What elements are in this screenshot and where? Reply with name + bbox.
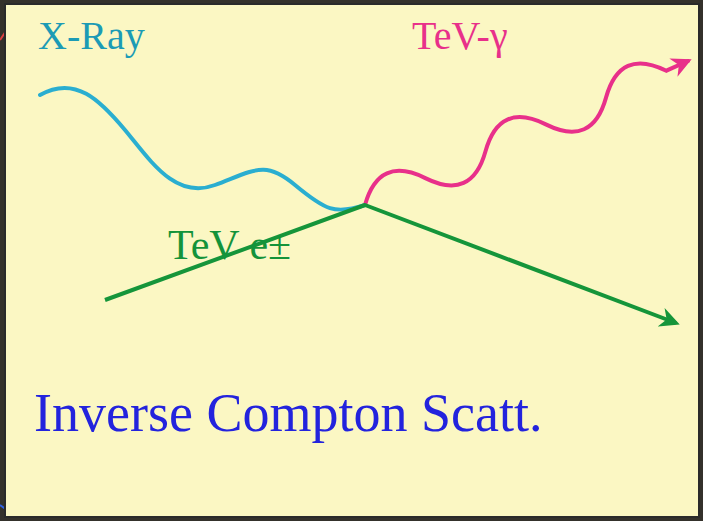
photon-label: TeV-γ [412,14,508,58]
gamma-photon-wave [365,61,688,205]
electron-line [105,205,676,323]
particle-label: TeV e± [168,222,291,268]
panel [5,4,699,517]
process-caption: Inverse Compton Scatt. [34,384,542,443]
xray-photon-wave [40,88,365,210]
photon-label: X-Ray [38,14,145,58]
